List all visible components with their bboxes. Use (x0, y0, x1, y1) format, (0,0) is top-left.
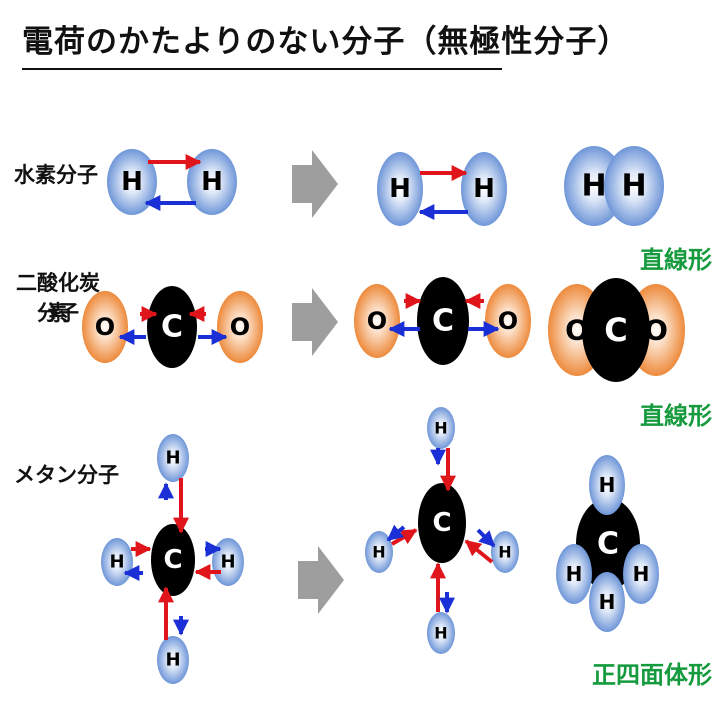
ch4-atom-c-symbol: C (163, 545, 182, 575)
co2b-atom-o-left: O (354, 284, 400, 358)
co2b-atom-c-sphere (417, 277, 469, 365)
ch4b-atom-h-left-symbol: H (372, 543, 385, 562)
process-arrow-co2 (292, 288, 338, 356)
ch4-atom-h-left: H (101, 538, 133, 586)
co2-atom-o-left-sphere (82, 291, 128, 363)
ch4b-atom-h-bottom-sphere (427, 612, 455, 654)
process-arrow-hydrogen (292, 150, 338, 218)
co2-atom-o-left-symbol: O (95, 313, 115, 341)
ch4b-arrow-negative-left (386, 524, 406, 542)
ch4b-atom-h-top-sphere (427, 407, 455, 449)
h2b-atom-left-sphere (377, 152, 423, 226)
ch4c-atom-h-right: H (623, 544, 659, 604)
co2c-atom-c-symbol: C (604, 311, 627, 349)
co2b-atom-o-right-sphere (485, 284, 531, 358)
ch4-atom-c-sphere (151, 524, 195, 596)
ch4b-atom-h-bottom-symbol: H (434, 624, 447, 643)
ch4b-atom-h-right-symbol: H (498, 543, 511, 562)
ch4b-atom-h-right: H (491, 531, 519, 573)
ch4b-arrow-negative-right (476, 528, 496, 548)
co2b-atom-o-left-symbol: O (367, 307, 387, 335)
h2b-atom-right-symbol: H (473, 174, 495, 204)
h2c-atom-left-symbol: H (581, 169, 606, 204)
co2c-atom-c-sphere (582, 278, 650, 382)
ch4-atom-h-top-symbol: H (165, 448, 180, 469)
ch4b-atom-h-left-sphere (365, 531, 393, 573)
hydrogen-label: 水素分子 (14, 163, 98, 187)
co2b-atom-c: C (417, 277, 469, 365)
ch4c-atom-h-left-symbol: H (566, 562, 583, 586)
co2-atom-o-right-sphere (217, 291, 263, 363)
h2c-atom-right-symbol: H (621, 169, 646, 204)
ch4-atom-h-right: H (212, 538, 244, 586)
ch4c-atom-h-bottom-sphere (589, 572, 625, 632)
ch4-atom-h-top-sphere (157, 434, 189, 482)
ch4c-atom-h-top: H (589, 455, 625, 515)
h2-atom-right: H (187, 149, 237, 215)
co2b-atom-o-right: O (485, 284, 531, 358)
ch4b-atom-h-top-symbol: H (434, 419, 447, 438)
ch4b-atom-h-top: H (427, 407, 455, 449)
h2b-atom-left: H (377, 152, 423, 226)
ch4-atom-h-right-symbol: H (220, 552, 235, 573)
ch4-atom-h-bottom-symbol: H (165, 650, 180, 671)
co2c-atom-c: C (582, 278, 650, 382)
ch4-atom-c: C (151, 524, 195, 596)
co2b-atom-o-left-sphere (354, 284, 400, 358)
ch4-atom-h-bottom-sphere (157, 636, 189, 684)
process-arrow-methane (298, 546, 344, 614)
methane-label: メタン分子 (14, 463, 119, 487)
co2c-atom-o-right-symbol: O (644, 314, 668, 347)
co2-label-line2: 分子 (37, 301, 79, 325)
co2-atom-c-sphere (147, 286, 197, 368)
h2c-atom-right-sphere (604, 146, 664, 226)
co2-label-line1: 二酸化炭素 (16, 271, 100, 325)
co2-atom-c-symbol: C (161, 310, 183, 345)
hydrogen-shape-label: 直線形 (640, 246, 712, 274)
h2b-atom-right: H (461, 152, 507, 226)
co2b-atom-o-right-symbol: O (498, 307, 518, 335)
h2-atom-left-symbol: H (121, 167, 143, 197)
ch4c-atom-h-right-sphere (623, 544, 659, 604)
co2-shape-label: 直線形 (640, 402, 712, 430)
co2b-atom-c-symbol: C (432, 304, 454, 339)
h2-atom-left: H (107, 149, 157, 215)
ch4c-atom-h-right-symbol: H (633, 562, 650, 586)
co2-atom-c: C (147, 286, 197, 368)
h2c-atom-right: H (604, 146, 664, 226)
co2-atom-o-left: O (82, 291, 128, 363)
ch4c-atom-h-left-sphere (556, 544, 592, 604)
co2-atom-o-right-symbol: O (230, 313, 250, 341)
ch4c-atom-h-top-sphere (589, 455, 625, 515)
ch4c-atom-h-top-symbol: H (599, 473, 616, 497)
ch4c-atom-c-symbol: C (597, 527, 619, 562)
ch4-atom-h-bottom: H (157, 636, 189, 684)
h2b-atom-left-symbol: H (389, 174, 411, 204)
ch4-atom-h-top: H (157, 434, 189, 482)
co2-atom-o-right: O (217, 291, 263, 363)
ch4b-atom-h-left: H (365, 531, 393, 573)
ch4c-atom-h-bottom: H (589, 572, 625, 632)
ch4c-atom-h-bottom-symbol: H (599, 590, 616, 614)
ch4b-atom-c-sphere (418, 483, 466, 563)
ch4c-atom-h-left: H (556, 544, 592, 604)
ch4-atom-h-left-symbol: H (109, 552, 124, 573)
h2b-atom-right-sphere (461, 152, 507, 226)
h2-atom-right-symbol: H (201, 167, 223, 197)
methane-shape-label: 正四面体形 (592, 661, 712, 689)
ch4b-arrow-positive-right (464, 539, 494, 564)
ch4b-atom-c-symbol: C (432, 508, 451, 538)
ch4b-atom-h-right-sphere (491, 531, 519, 573)
ch4b-atom-h-bottom: H (427, 612, 455, 654)
ch4b-atom-c: C (418, 483, 466, 563)
